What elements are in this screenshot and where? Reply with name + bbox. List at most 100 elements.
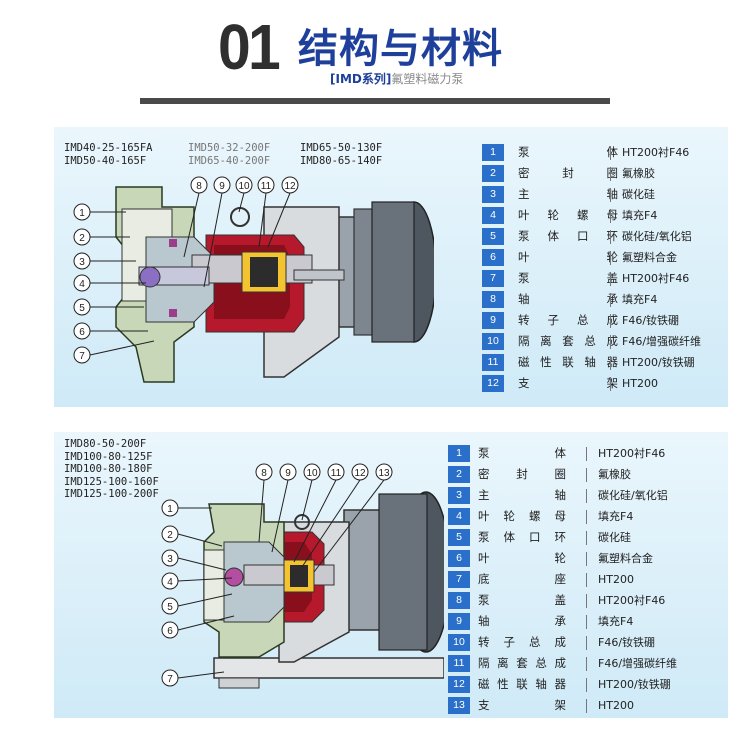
part-number: 3: [482, 186, 504, 203]
callout-9: 9: [219, 181, 225, 192]
part-material: 氟塑料合金: [622, 251, 677, 264]
callout-2: 2: [79, 233, 85, 244]
divider: [610, 335, 611, 349]
part-name: 密封圈: [478, 467, 566, 481]
model-item: IMD50-32-200F: [188, 142, 271, 154]
series-label: [IMD系列]: [330, 72, 392, 86]
callout-8: 8: [196, 181, 202, 192]
divider: [610, 188, 611, 202]
divider: [610, 209, 611, 223]
callout-5: 5: [167, 602, 173, 613]
callout-10: 10: [238, 181, 250, 192]
header-divider: [140, 98, 610, 104]
divider: [586, 657, 587, 671]
model-item: IMD65-40-200F: [188, 154, 271, 167]
part-material: F46/增强碳纤维: [598, 657, 678, 670]
part-name: 转子总成: [518, 313, 618, 327]
part-name: 磁性联轴器: [478, 677, 566, 691]
part-name: 泵盖: [518, 271, 618, 285]
part-material: HT200: [598, 573, 634, 586]
part-material: F46/钕铁硼: [622, 314, 680, 327]
parts-row: 7 泵盖 HT200衬F46: [482, 269, 750, 288]
part-name: 泵体口环: [518, 229, 618, 243]
part-material: HT200衬F46: [622, 272, 690, 285]
callout-10: 10: [306, 468, 318, 479]
callout-7: 7: [79, 351, 85, 362]
divider: [586, 489, 587, 503]
product-label: 氟塑料磁力泵: [391, 72, 464, 86]
structure-panel-2: 1 2 3 4 5 6 7 8 9 10 11 12 13 IMD80-50-2…: [54, 432, 728, 718]
divider: [586, 699, 587, 713]
model-item: IMD125-100-160F: [64, 475, 159, 488]
part-name: 泵体: [518, 145, 618, 159]
model-item: IMD80-65-140F: [300, 154, 383, 167]
callout-6: 6: [79, 327, 85, 338]
divider: [586, 531, 587, 545]
divider: [586, 447, 587, 461]
structure-panel-1: 1 2 3 4 5 6 7 8 9 10 11 12 IMD40-25-165F…: [54, 127, 728, 407]
model-item: IMD100-80-180F: [64, 463, 153, 475]
pump-cross-section-drawing-1: 1 2 3 4 5 6 7 8 9 10 11 12: [73, 176, 434, 383]
callout-11: 11: [331, 468, 342, 479]
callout-9: 9: [285, 468, 291, 479]
model-item: IMD50-40-165F: [64, 154, 147, 167]
divider: [610, 272, 611, 286]
part-number: 13: [448, 697, 470, 714]
divider: [586, 573, 587, 587]
part-material: F46/钕铁硼: [598, 636, 656, 649]
callout-11: 11: [261, 181, 272, 192]
divider: [610, 146, 611, 160]
model-item: IMD80-50-200F: [64, 438, 147, 450]
part-number: 7: [448, 571, 470, 588]
part-name: 主轴: [518, 187, 618, 201]
section-title: 结构与材料: [298, 26, 503, 72]
callout-7: 7: [167, 674, 173, 685]
part-number: 2: [448, 466, 470, 483]
divider: [610, 251, 611, 265]
part-name: 主轴: [478, 488, 566, 502]
divider: [610, 230, 611, 244]
part-material: 氟橡胶: [622, 167, 655, 180]
divider: [610, 293, 611, 307]
part-name: 磁性联轴器: [518, 355, 618, 369]
part-material: HT200衬F46: [598, 594, 666, 607]
part-material: HT200衬F46: [598, 447, 666, 460]
divider: [610, 377, 611, 391]
part-number: 10: [482, 333, 504, 350]
part-number: 10: [448, 634, 470, 651]
part-material: 碳化硅/氧化铝: [598, 489, 668, 502]
callout-13: 13: [378, 468, 390, 479]
model-item: IMD65-50-130F: [300, 142, 383, 154]
part-material: HT200: [622, 377, 658, 390]
part-material: 填充F4: [622, 209, 658, 222]
model-item: IMD100-80-125F: [64, 450, 153, 463]
part-material: 填充F4: [598, 510, 634, 523]
part-number: 9: [448, 613, 470, 630]
part-number: 1: [448, 445, 470, 462]
part-name: 支架: [478, 698, 566, 712]
part-name: 泵盖: [478, 593, 566, 607]
part-number: 2: [482, 165, 504, 182]
part-number: 3: [448, 487, 470, 504]
callout-8: 8: [261, 468, 267, 479]
parts-row: 3 主轴 碳化硅/氧化铝: [448, 486, 748, 505]
part-material: HT200/钕铁硼: [622, 356, 695, 369]
part-number: 11: [448, 655, 470, 672]
part-number: 7: [482, 270, 504, 287]
